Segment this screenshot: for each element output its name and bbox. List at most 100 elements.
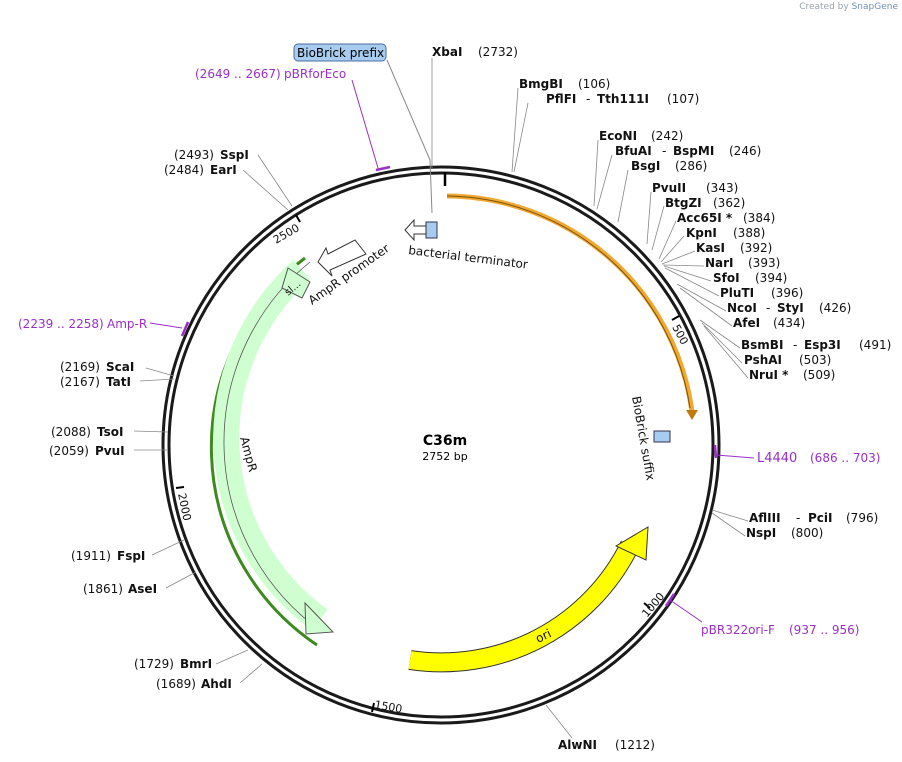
backbone-inner <box>167 171 715 719</box>
svg-text:-: - <box>766 301 770 315</box>
site-pos-eari: (2484) <box>164 163 204 177</box>
site-name-tsoi: TsoI <box>97 425 123 439</box>
svg-text:-: - <box>586 92 590 106</box>
site-pos-bmri: (1729) <box>134 657 174 671</box>
svg-text:-: - <box>662 144 666 158</box>
site-name-pluti: PluTI <box>720 286 754 300</box>
primer-ampr-range: (2239 .. 2258) <box>18 317 104 331</box>
site-pos-scai: (2169) <box>60 360 100 374</box>
site-name-eari: EarI <box>210 163 237 177</box>
site-name-afliii: AflIII <box>749 511 781 525</box>
site-pos-econi: (242) <box>651 129 683 143</box>
site-pos-alwni: (1212) <box>615 738 655 752</box>
site-name-ahdi: AhdI <box>201 677 232 691</box>
ori-label: ori <box>533 626 553 645</box>
site-pos-pshai: (503) <box>799 353 831 367</box>
site-pos-ncoi: (426) <box>819 301 851 315</box>
site-alt-pcii: PciI <box>808 511 833 525</box>
primer-pbrforeco-range: (2649 .. 2667) <box>195 67 281 81</box>
site-name-sspi: SspI <box>220 148 249 162</box>
site-name-afei: AfeI <box>733 316 760 330</box>
ampr-arc <box>213 260 328 631</box>
plasmid-length: 2752 bp <box>422 450 467 463</box>
site-name-pvui: PvuI <box>95 444 125 458</box>
site-name-btgzi: BtgZI <box>665 196 702 210</box>
tick-mark-500 <box>671 315 680 321</box>
site-pos-pvui: (2059) <box>49 444 89 458</box>
primer-pbrforeco-mark <box>375 165 391 172</box>
backbone-outer <box>161 165 721 725</box>
primer-ampr-mark <box>180 321 190 337</box>
site-alt-esp3i: Esp3I <box>804 338 841 352</box>
primer-pbrforeco-name: pBRforEco <box>284 67 346 81</box>
site-name-pvuii: PvuII <box>652 181 686 195</box>
primer-pbr322orif-mark <box>664 593 676 607</box>
site-name-bmgbi: BmgBI <box>519 77 563 91</box>
orange-feature-arrowhead <box>686 410 698 420</box>
site-pos-acc65i: (384) <box>743 211 775 225</box>
site-name-bfuai: BfuAI <box>615 144 652 158</box>
site-pos-kpni: (388) <box>733 226 765 240</box>
credit-brand: SnapGene <box>851 2 898 12</box>
site-alt-styi: StyI <box>777 301 804 315</box>
site-name-nari: NarI <box>705 256 734 270</box>
site-name-ncoi: NcoI <box>727 301 757 315</box>
biobrick-prefix-leader-2 <box>429 159 433 214</box>
ampr-promoter-arrow <box>317 239 367 277</box>
primer-pbr322orif-name: pBR322ori-F <box>701 623 775 637</box>
site-pos-nrui: (509) <box>803 368 835 382</box>
biobrick-prefix-label: BioBrick prefix <box>297 46 384 60</box>
ori-arc <box>408 541 639 672</box>
terminator-box <box>425 221 438 239</box>
site-name-fspi: FspI <box>117 549 145 563</box>
svg-text:-: - <box>793 338 797 352</box>
tick-label-1500: 1500 <box>373 698 403 716</box>
ampr-arrowhead <box>304 601 335 635</box>
site-name-tati: TatI <box>106 375 131 389</box>
primer-pbrforeco-leader <box>351 79 379 169</box>
site-pos-ahdi: (1689) <box>156 677 196 691</box>
site-pos-pvuii: (343) <box>706 181 738 195</box>
site-alt-tth111i: Tth111I <box>597 92 649 106</box>
site-name-pflfi: PflFI <box>546 92 576 106</box>
tick-mark-1000 <box>643 602 651 609</box>
site-pos-bsgi: (286) <box>675 159 707 173</box>
orange-feature-arc-line <box>446 195 691 409</box>
site-pos-xbai: (2732) <box>478 45 518 59</box>
primer-ampr-name: Amp-R <box>107 317 147 331</box>
site-name-econi: EcoNI <box>599 129 637 143</box>
tick-mark-1500 <box>371 702 375 713</box>
svg-text:-: - <box>796 511 800 525</box>
site-pos-bfuai: (246) <box>729 144 761 158</box>
biobrick-prefix-box <box>293 43 387 62</box>
site-name-alwni: AlwNI <box>558 738 597 752</box>
site-pos-afei: (434) <box>773 316 805 330</box>
site-name-bsgi: BsgI <box>631 159 660 173</box>
site-name-bmri: BmrI <box>180 657 212 671</box>
site-pos-pluti: (396) <box>771 286 803 300</box>
site-leaders <box>133 58 749 739</box>
primer-l4440-mark <box>713 444 718 459</box>
site-pos-nari: (393) <box>748 256 780 270</box>
site-name-acc65i: Acc65I * <box>677 211 733 225</box>
primer-pbr322orif-range: (937 .. 956) <box>789 623 859 637</box>
site-pos-sfoi: (394) <box>755 271 787 285</box>
site-pos-bsmbi: (491) <box>859 338 891 352</box>
site-pos-tsoi: (2088) <box>51 425 91 439</box>
primer-pbr322orif-leader <box>669 599 703 623</box>
bacterial-terminator-label: bacterial terminator <box>408 243 529 272</box>
site-pos-kasi: (392) <box>740 241 772 255</box>
site-name-sfoi: SfoI <box>713 271 740 285</box>
signal-segment <box>281 267 311 299</box>
site-pos-nspi: (800) <box>791 526 823 540</box>
primer-l4440-leader <box>715 454 755 459</box>
site-name-bsmbi: BsmBI <box>741 338 783 352</box>
orange-feature-arc <box>446 193 695 413</box>
ori-arrowhead <box>614 526 649 561</box>
site-name-kpni: KpnI <box>686 226 717 240</box>
site-pos-afliii: (796) <box>846 511 878 525</box>
site-name-nrui: NruI * <box>749 368 789 382</box>
site-name-scai: ScaI <box>106 360 134 374</box>
site-name-asei: AseI <box>128 582 157 596</box>
